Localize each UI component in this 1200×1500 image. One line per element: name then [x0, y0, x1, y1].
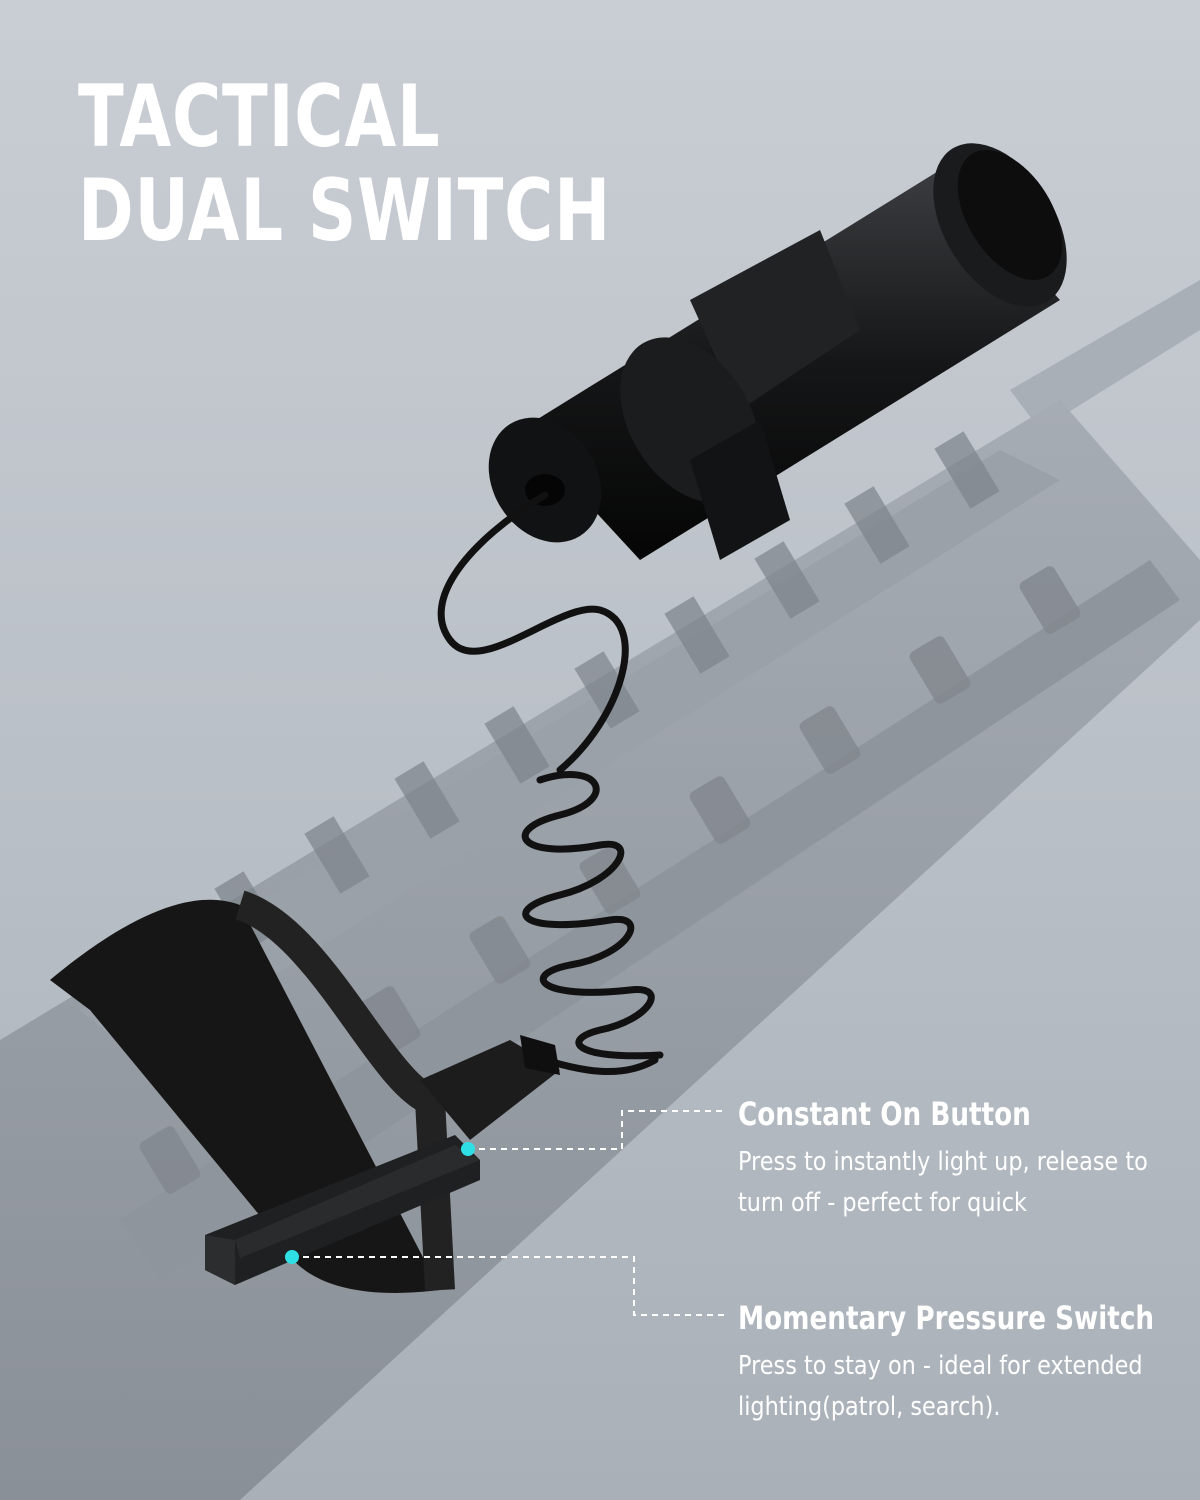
headline-line-1: TACTICAL: [78, 67, 441, 167]
pressure-switch: [205, 1035, 560, 1285]
callout-description: Press to stay on - ideal for extended li…: [738, 1351, 1143, 1422]
flashlight: [488, 143, 1067, 560]
headline: TACTICAL DUAL SWITCH: [78, 70, 611, 258]
momentary-switch-marker: [285, 1250, 299, 1264]
callout-leader-momentary: [292, 1256, 725, 1316]
callout-constant-on-button: Constant On Button Press to instantly li…: [738, 1094, 1168, 1224]
headline-line-2: DUAL SWITCH: [78, 161, 612, 261]
constant-button-marker: [461, 1142, 475, 1156]
callout-momentary-pressure-switch: Momentary Pressure Switch Press to stay …: [738, 1298, 1168, 1428]
callout-description: Press to instantly light up, release to …: [738, 1147, 1148, 1218]
callout-title: Constant On Button: [738, 1095, 1031, 1133]
barrel: [1010, 280, 1200, 430]
callout-leader-constant: [468, 1110, 725, 1150]
callout-title: Momentary Pressure Switch: [738, 1299, 1155, 1337]
